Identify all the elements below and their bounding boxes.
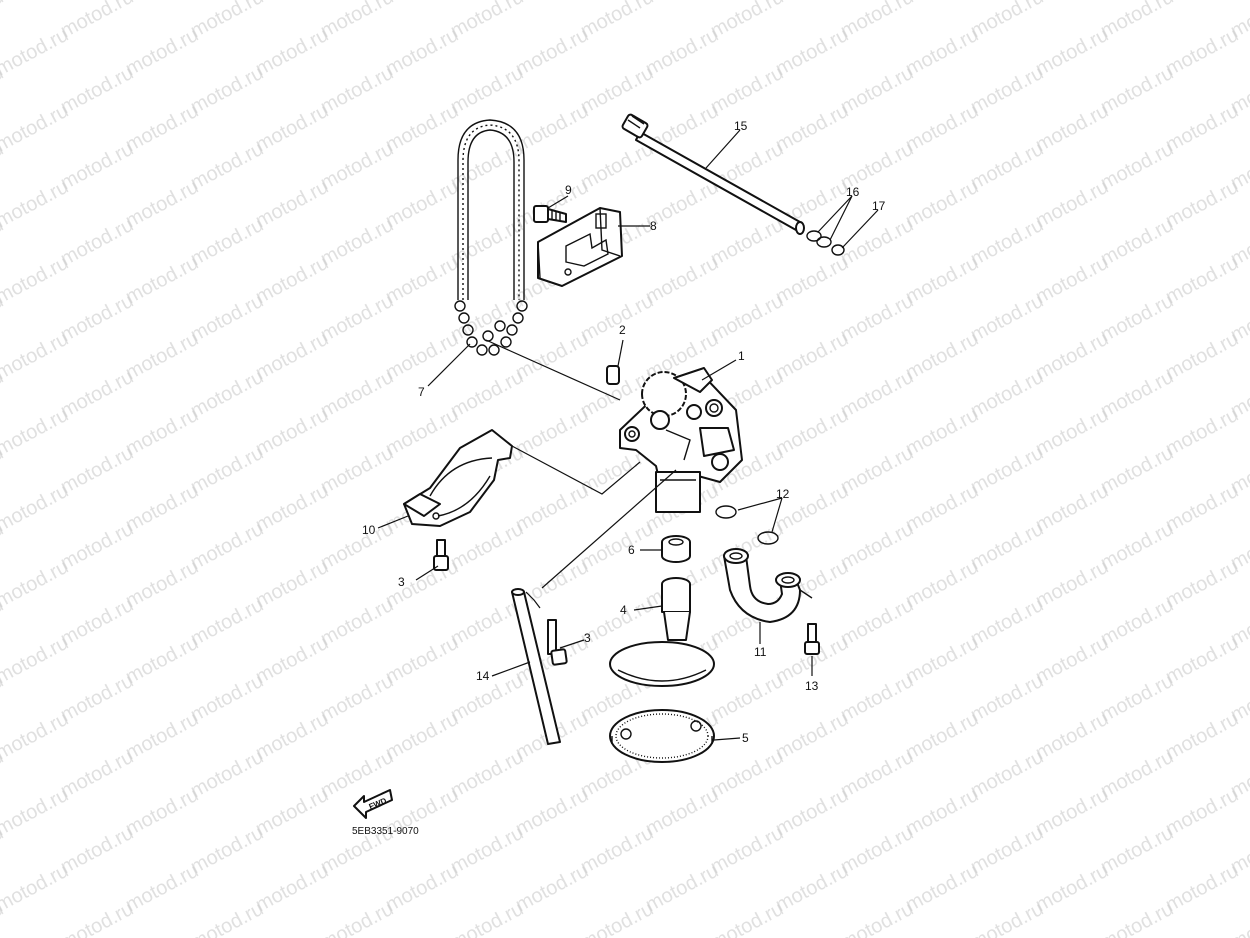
diagram-code: 5EB3351-9070: [352, 826, 419, 837]
pump-shaft: [511, 588, 561, 745]
pipe-bolt: [804, 623, 820, 655]
bearing-cap: [403, 429, 513, 527]
callout-2: 2: [619, 323, 626, 337]
bolt-upper: [433, 539, 449, 571]
oil-pipe: [723, 548, 813, 623]
callout-5: 5: [742, 731, 749, 745]
strainer-screen: [609, 709, 715, 763]
bolt-lower: [547, 619, 568, 666]
callout-14: 14: [476, 669, 490, 683]
cam-chain: [454, 119, 528, 356]
callout-6: 6: [628, 543, 635, 557]
gaskets: [715, 505, 779, 545]
callout-3b: 3: [584, 631, 591, 645]
o-rings: [806, 230, 845, 256]
watermark-text: motod.ru: [0, 898, 7, 938]
callout-10: 10: [362, 523, 376, 537]
callout-16: 16: [846, 185, 860, 199]
callout-12: 12: [776, 487, 790, 501]
callout-15: 15: [734, 119, 748, 133]
oil-pump-assembly: [619, 367, 743, 513]
oil-seal: [661, 535, 691, 563]
callout-leaders: [377, 129, 879, 741]
callout-11: 11: [754, 645, 767, 659]
callout-8: 8: [650, 219, 657, 233]
callout-3a: 3: [398, 575, 405, 589]
callout-4: 4: [620, 603, 627, 617]
chain-guide: [537, 207, 623, 287]
guide-bolt: [533, 205, 567, 223]
oil-strainer: [609, 577, 715, 687]
dowel-pin: [606, 365, 620, 385]
fwd-arrow: FWD: [353, 789, 393, 819]
callout-7: 7: [418, 385, 425, 399]
callout-13: 13: [805, 679, 819, 693]
callout-labels: 1 2 3 3 4 5 6 7 8 9 10 11 12 13 14 15 16…: [362, 119, 886, 745]
oil-delivery-pipe: [621, 113, 805, 235]
callout-1: 1: [738, 349, 745, 363]
callout-17: 17: [872, 199, 886, 213]
assembly-lines: [485, 339, 677, 609]
callout-9: 9: [565, 183, 572, 197]
